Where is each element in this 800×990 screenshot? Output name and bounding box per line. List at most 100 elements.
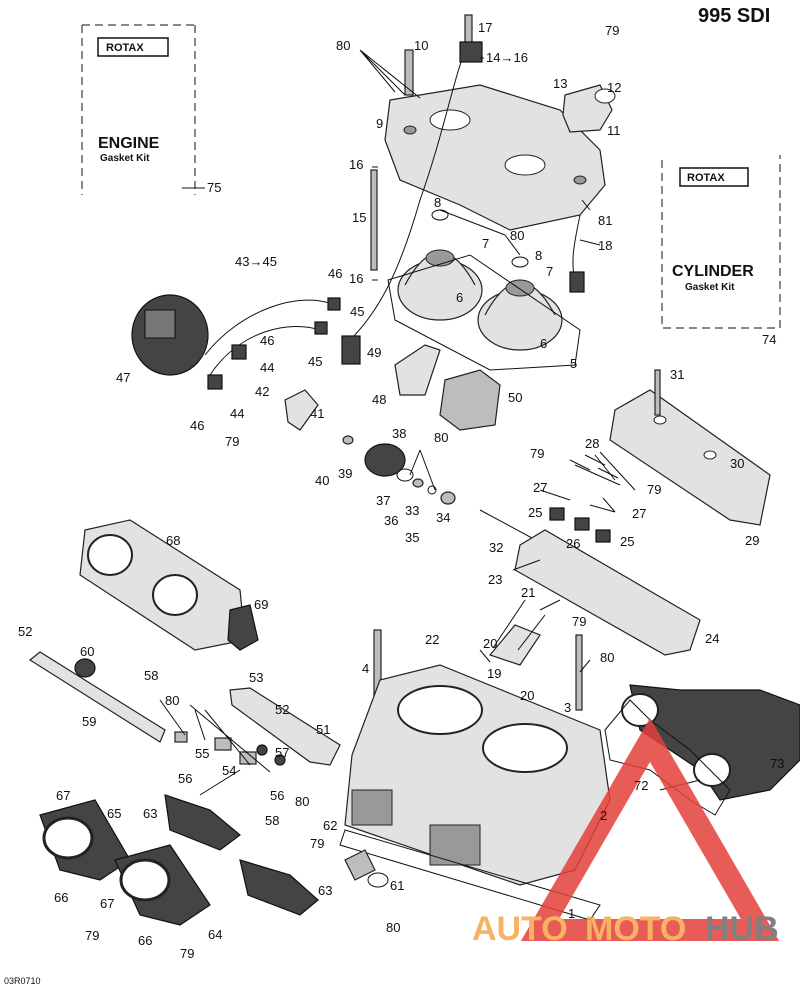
callout-51: 51 [316, 722, 330, 737]
watermark-part1: AUTO [472, 910, 568, 948]
callout-79: 79 [530, 446, 544, 461]
callout-30: 30 [730, 456, 744, 471]
callout-80: 80 [510, 228, 524, 243]
callout-17: 17 [478, 20, 492, 35]
callout-28: 28 [585, 436, 599, 451]
combustion-chamber-left [397, 249, 483, 321]
actuator-part [439, 369, 501, 431]
intake-adaptor-2 [114, 844, 211, 926]
callout-20: 20 [520, 688, 534, 703]
callout-35: 35 [405, 530, 419, 545]
callout-54: 54 [222, 763, 236, 778]
callout-16: 16 [349, 157, 363, 172]
callout-46: 46 [328, 266, 342, 281]
callout-69: 69 [254, 597, 268, 612]
callout-67: 67 [56, 788, 70, 803]
cylinder-kit-name: CYLINDER [672, 263, 754, 280]
callout-8: 8 [535, 248, 542, 263]
callout-44: 44 [230, 406, 244, 421]
callout-38: 38 [392, 426, 406, 441]
callout-58: 58 [265, 813, 279, 828]
temp-sensor-part [344, 849, 376, 881]
callout-46: 46 [190, 418, 204, 433]
sensor-bolt-part [464, 14, 473, 46]
callout-26: 26 [566, 536, 580, 551]
callout-labels: 17 80 10 14→16 79 13 12 11 9 16 8 80 81 … [18, 20, 784, 961]
callout-19: 19 [487, 666, 501, 681]
callout-57: 57 [275, 745, 289, 760]
callout-21: 21 [521, 585, 535, 600]
callout-79: 79 [180, 946, 194, 961]
callout-44: 44 [260, 360, 274, 375]
callout-18: 18 [598, 238, 612, 253]
callout-59: 59 [82, 714, 96, 729]
callout-48: 48 [372, 392, 386, 407]
o-ring-part [367, 872, 389, 888]
callout-7: 7 [482, 236, 489, 251]
leader-lines [159, 49, 701, 796]
callout-80: 80 [336, 38, 350, 53]
callout-56: 56 [270, 788, 284, 803]
callout-73: 73 [770, 756, 784, 771]
callout-80: 80 [165, 693, 179, 708]
fuel-rail-part [28, 651, 166, 743]
callout-23: 23 [488, 572, 502, 587]
combustion-chamber-right [477, 279, 563, 351]
engine-kit-name: ENGINE [98, 135, 160, 152]
callout-39: 39 [338, 466, 352, 481]
clip-part [284, 389, 319, 431]
callout-46: 46 [260, 333, 274, 348]
callout-58: 58 [144, 668, 158, 683]
callout-68: 68 [166, 533, 180, 548]
callout-62: 62 [323, 818, 337, 833]
callout-81: 81 [598, 213, 612, 228]
throttle-body-part [79, 519, 246, 651]
spark-plug-cable-2 [209, 325, 321, 376]
watermark-part3: HUB [705, 910, 779, 948]
callout-63: 63 [318, 883, 332, 898]
head-gasket-part [387, 254, 581, 371]
callout-63: 63 [143, 806, 157, 821]
callout-25: 25 [620, 534, 634, 549]
reed-valve-2 [239, 859, 319, 916]
callout-55: 55 [195, 746, 209, 761]
diagram-code: 03R0710 [4, 976, 41, 986]
plate-part [488, 624, 541, 666]
callout-66: 66 [138, 933, 152, 948]
callout-45: 45 [350, 304, 364, 319]
engine-gasket-kit: ROTAX ENGINE Gasket Kit 75 [81, 24, 221, 195]
ignition-coil-part [131, 294, 209, 376]
callout-66: 66 [54, 890, 68, 905]
callout-72: 72 [634, 778, 648, 793]
callout-50: 50 [508, 390, 522, 405]
callout-79: 79 [310, 836, 324, 851]
callout-79: 79 [605, 23, 619, 38]
watermark-part2: MOTO [585, 910, 686, 948]
callout-29: 29 [745, 533, 759, 548]
callout-2: 2 [600, 808, 607, 823]
callout-4: 4 [362, 661, 369, 676]
callout-22: 22 [425, 632, 439, 647]
callout-80: 80 [600, 650, 614, 665]
intake-adaptor-1 [39, 799, 131, 881]
callout-24: 24 [705, 631, 719, 646]
cylinder-bolt-3 [575, 634, 583, 711]
callout-5: 5 [570, 356, 577, 371]
callout-20: 20 [483, 636, 497, 651]
reed-valve-1 [164, 794, 241, 851]
callout-11: 11 [607, 123, 621, 138]
connector-part [341, 335, 361, 365]
callout-31: 31 [670, 367, 684, 382]
callout-10: 10 [414, 38, 428, 53]
valve-housing-part [609, 369, 771, 526]
callout-6: 6 [540, 336, 547, 351]
tps-part [227, 604, 259, 651]
callout-7: 7 [546, 264, 553, 279]
callout-41: 41 [310, 406, 324, 421]
watermark-logo: AUTO MOTO HUB [472, 718, 780, 948]
callout-32: 32 [489, 540, 503, 555]
callout-8: 8 [434, 195, 441, 210]
callout-47: 47 [116, 370, 130, 385]
callout-14: 14→16 [486, 50, 528, 65]
